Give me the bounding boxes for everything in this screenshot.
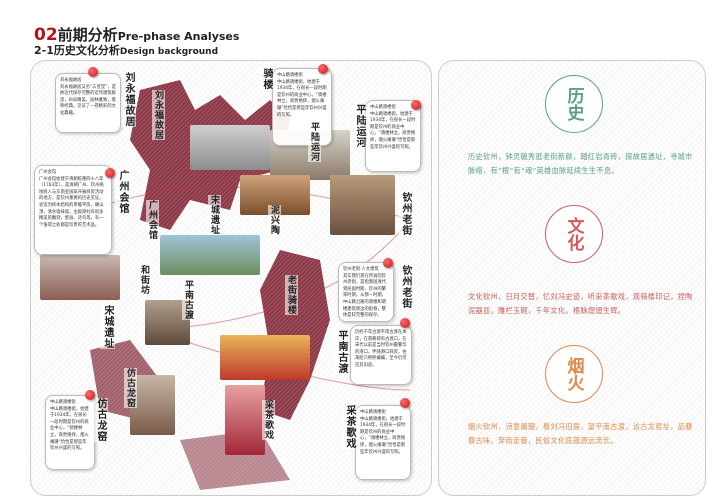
label: 宋城遗址 bbox=[208, 195, 221, 235]
summary-panel bbox=[438, 60, 706, 496]
info-card-ferry: 历经千年古渡平南古渡在本岸，在南朝即有古渡口，在宋代以前是当时钦州最繁华的港口，… bbox=[350, 325, 412, 385]
map-pin-icon bbox=[400, 318, 410, 328]
info-card-arcade: 中山路骑楼街中山路骑楼街，始建于1934年，在很长一段时期是钦州的商业中心，“骑… bbox=[272, 68, 332, 146]
label: 骑楼 bbox=[259, 68, 274, 90]
seal-history: 历史 bbox=[545, 75, 603, 133]
map-pin-icon bbox=[411, 100, 421, 110]
label: 平陆运河 bbox=[308, 122, 321, 162]
info-card-liu-residence: 刘永福故居刘永福故居又名“三宣堂”，是依近代保存完整的宏伟建筑群里，布局精美，园… bbox=[55, 73, 121, 133]
label: 老街骑楼 bbox=[285, 275, 298, 315]
seal-fire: 烟火 bbox=[545, 345, 603, 403]
label: 平陆运河 bbox=[352, 104, 367, 148]
page-subtitle: 2-1历史文化分析Design background bbox=[34, 44, 219, 57]
label: 广州会馆 bbox=[115, 170, 130, 214]
label: 和街坊 bbox=[138, 265, 151, 295]
photo-old-street bbox=[330, 175, 395, 235]
label: 泥兴陶 bbox=[268, 205, 281, 235]
label: 宋城遗址 bbox=[100, 305, 115, 349]
page-title: 02前期分析Pre-phase Analyses bbox=[34, 25, 240, 45]
label: 平南古渡 bbox=[334, 330, 349, 374]
info-card-canal: 中山路骑楼街中山路骑楼街，始建于1934年，在很长一段时期是钦州的商业中心，“骑… bbox=[365, 100, 421, 172]
info-card-guild-hall: 广州会馆广州会馆始建于清朝乾隆四十八年（1783年），是清朝广州、钦州两地商人与… bbox=[34, 165, 112, 255]
info-card-tea-opera: 中山路骑楼街中山路骑楼街，始建于1934年，在很长一段时期是钦州的商业中心，“骑… bbox=[355, 405, 411, 480]
info-card-kiln: 中山路骑楼街中山路骑楼街，始建于1934年，在很长一段时期是钦州的商业中心，“骑… bbox=[45, 395, 95, 470]
label: 刘永福故居 bbox=[121, 72, 136, 127]
photo-ferry bbox=[160, 235, 260, 275]
photo-opera bbox=[225, 385, 265, 455]
label: 仿古龙窑 bbox=[93, 398, 108, 442]
seal-culture: 文化 bbox=[545, 205, 603, 263]
map-pin-icon bbox=[105, 168, 115, 178]
label: 刘永福故居 bbox=[152, 90, 165, 140]
label: 仿古龙窑 bbox=[124, 368, 137, 408]
map-pin-icon bbox=[318, 64, 328, 74]
label: 采茶歌戏 bbox=[262, 400, 275, 440]
fire-text: 烟火钦州，诗意阑珊，看刘冯旧居，望平南古渡，访古龙窑址，品簪簪古味，穿街走巷，民… bbox=[468, 422, 693, 445]
history-text: 历史钦州，钟灵毓秀逛老街新颜，踏红岩青砖，探故居遗址，寻城市脉络，有“根”有“魂… bbox=[468, 152, 693, 175]
label: 钦州老街 bbox=[398, 192, 413, 236]
map-pin-icon bbox=[85, 390, 95, 400]
photo-festival bbox=[220, 335, 310, 380]
photo-guild-hall bbox=[40, 255, 120, 300]
map-pin-icon bbox=[383, 258, 393, 268]
map-pin-icon bbox=[88, 67, 98, 77]
label: 采茶歌戏 bbox=[342, 405, 357, 449]
label: 广州会馆 bbox=[146, 200, 159, 240]
map-pin-icon bbox=[400, 398, 410, 408]
info-card-old-street: 钦州老街 人文建筑其实我们现在所说的钦州老街，是指我国清代到民国时期、钦州的繁荣… bbox=[338, 262, 394, 322]
photo-kiln bbox=[130, 375, 175, 435]
photo-liu-residence bbox=[190, 125, 270, 170]
label: 钦州老街 bbox=[398, 265, 413, 309]
label: 平南古渡 bbox=[182, 280, 195, 320]
culture-text: 文化钦州，日月交替，忆刘冯史迹，听采茶歌戏，观骑楼印记，捏陶泥器皿，雕栏玉砌，千… bbox=[468, 292, 693, 315]
